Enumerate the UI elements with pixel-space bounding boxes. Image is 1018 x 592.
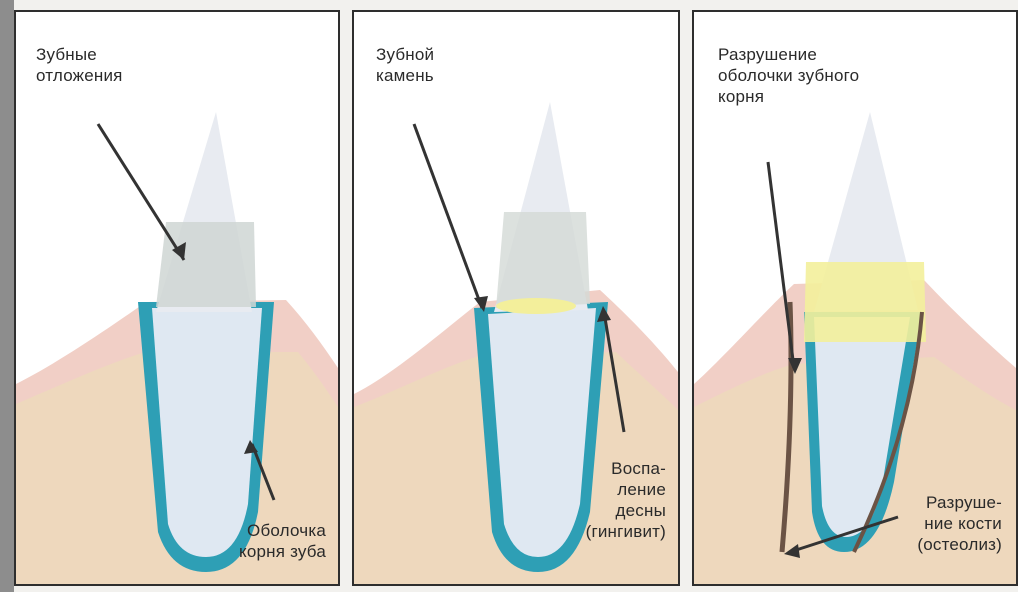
- frame-edge: [0, 0, 14, 592]
- plaque-pointer-arrow: [98, 124, 184, 260]
- plaque-deposit: [156, 222, 256, 307]
- calculus-deposit: [804, 262, 926, 342]
- calculus-deposit: [496, 298, 576, 314]
- illustration-plaque: [16, 12, 338, 584]
- calculus-pointer-arrow: [414, 124, 482, 308]
- label-bone-destruction: Разруше-ние кости(остеолиз): [917, 492, 1002, 555]
- plaque-deposit: [496, 212, 590, 308]
